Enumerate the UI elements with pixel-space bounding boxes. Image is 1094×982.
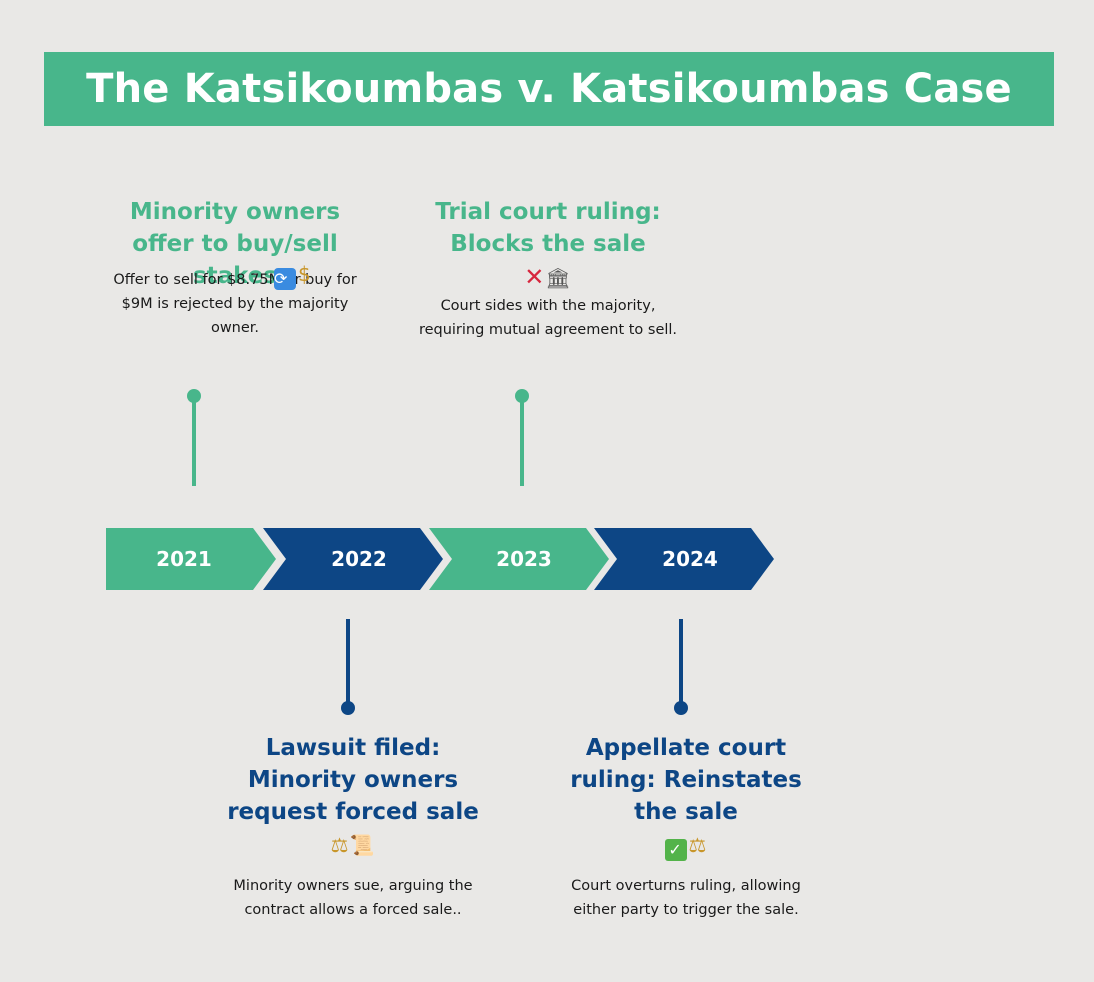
scales-icon: ⚖ — [688, 833, 708, 857]
event-2022-icons: ⚖📜 — [216, 828, 490, 862]
scales-icon: ⚖ — [330, 833, 350, 857]
event-2021-body: Offer to sell for $8.75M or buy for $9M … — [113, 272, 357, 336]
connector-2021 — [187, 389, 201, 486]
courthouse-icon: 🏛 — [545, 266, 572, 290]
event-2021: Minority owners offer to buy/sell stakes… — [100, 196, 370, 340]
year-arrow-2024: 2024 — [594, 528, 774, 590]
year-arrow-2021: 2021 — [106, 528, 276, 590]
money-bag-icon: $ — [298, 262, 311, 286]
event-2021-icons: ⟳$ — [274, 262, 311, 290]
event-2022: Lawsuit filed: Minority owners request f… — [216, 732, 490, 922]
event-2023-heading: Trial court ruling: Blocks the sale — [435, 199, 661, 257]
connector-2023 — [515, 389, 529, 486]
check-mark-icon: ✓ — [664, 839, 687, 861]
event-2021-heading: Minority owners offer to buy/sell stakes — [129, 199, 341, 289]
scroll-icon: 📜 — [349, 833, 376, 857]
event-2024: Appellate court ruling: Reinstates the s… — [550, 732, 822, 922]
year-label-2021: 2021 — [156, 547, 212, 571]
page-title: The Katsikoumbas v. Katsikoumbas Case — [86, 66, 1012, 112]
year-label-2022: 2022 — [331, 547, 387, 571]
year-arrow-2022: 2022 — [263, 528, 443, 590]
year-arrow-2023: 2023 — [429, 528, 609, 590]
event-2022-body: Minority owners sue, arguing the contrac… — [233, 878, 473, 918]
event-2024-heading: Appellate court ruling: Reinstates the s… — [570, 735, 802, 825]
connector-2024 — [674, 619, 688, 715]
refresh-icon: ⟳ — [274, 268, 296, 290]
event-2023-icons: ✕🏛 — [413, 260, 683, 294]
event-2023: Trial court ruling: Blocks the sale ✕🏛 C… — [413, 196, 683, 342]
title-banner: The Katsikoumbas v. Katsikoumbas Case — [44, 52, 1054, 126]
connector-2022 — [341, 619, 355, 715]
event-2023-body: Court sides with the majority, requiring… — [418, 298, 678, 338]
event-2024-icons: ✓⚖ — [550, 828, 822, 862]
event-2022-heading: Lawsuit filed: Minority owners request f… — [227, 735, 479, 825]
cross-mark-icon: ✕ — [524, 263, 546, 291]
event-2024-body: Court overturns ruling, allowing either … — [571, 878, 801, 918]
year-label-2024: 2024 — [662, 547, 718, 571]
year-label-2023: 2023 — [496, 547, 552, 571]
